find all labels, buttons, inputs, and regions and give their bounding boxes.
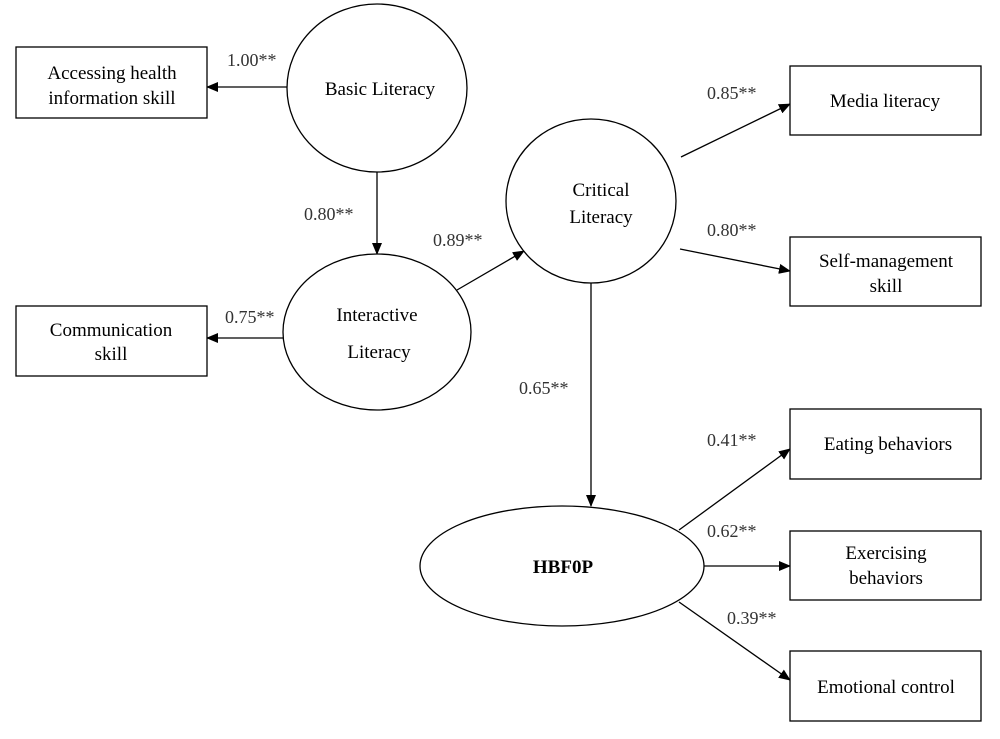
exercising-label-line2: behaviors xyxy=(849,568,923,589)
node-self-management: Self-management skill xyxy=(789,236,982,307)
communication-label-line1: Communication xyxy=(50,320,173,341)
edge-critical-to-media xyxy=(680,103,791,158)
latent-variables: Basic Literacy Interactive Literacy Crit… xyxy=(282,3,705,627)
interactive-literacy-label-line2: Literacy xyxy=(347,342,411,363)
edge-interactive-to-critical xyxy=(456,250,525,291)
hbf0p-label: HBF0P xyxy=(533,557,594,578)
coef-critical-selfmanagement: 0.80** xyxy=(707,220,757,240)
node-basic-literacy: Basic Literacy xyxy=(286,3,468,173)
observed-variables: Accessing health information skill Commu… xyxy=(15,46,982,722)
accessing-health-label-line2: information skill xyxy=(48,88,175,109)
edge-hbf0p-to-eating xyxy=(678,448,791,531)
node-hbf0p: HBF0P xyxy=(419,505,705,627)
accessing-health-label-line1: Accessing health xyxy=(47,63,177,84)
node-communication: Communication skill xyxy=(15,305,208,377)
coef-critical-hbf0p: 0.65** xyxy=(519,378,569,398)
interactive-literacy-label-line1: Interactive xyxy=(336,305,417,326)
path-coefficients: 1.00** 0.80** 0.75** 0.89** 0.85** 0.80*… xyxy=(225,50,777,628)
self-management-label-line1: Self-management xyxy=(819,251,954,272)
node-eating: Eating behaviors xyxy=(789,408,982,480)
edges xyxy=(206,82,791,681)
edge-hbf0p-to-emotional xyxy=(678,601,791,681)
coef-interactive-critical: 0.89** xyxy=(433,230,483,250)
coef-interactive-communication: 0.75** xyxy=(225,307,275,327)
basic-literacy-label: Basic Literacy xyxy=(325,79,436,100)
critical-literacy-label-line2: Literacy xyxy=(569,207,633,228)
coef-hbf0p-exercising: 0.62** xyxy=(707,521,757,541)
critical-literacy-label-line1: Critical xyxy=(573,180,630,201)
coef-hbf0p-emotional: 0.39** xyxy=(727,608,777,628)
node-exercising: Exercising behaviors xyxy=(789,530,982,601)
emotional-label: Emotional control xyxy=(817,677,955,698)
edge-critical-to-selfmanagement xyxy=(679,248,791,274)
node-critical-literacy: Critical Literacy xyxy=(505,118,677,284)
coef-basic-accessing: 1.00** xyxy=(227,50,277,70)
eating-label: Eating behaviors xyxy=(824,434,952,455)
coef-hbf0p-eating: 0.41** xyxy=(707,430,757,450)
node-emotional: Emotional control xyxy=(789,650,982,722)
self-management-label-line2: skill xyxy=(870,276,903,297)
node-interactive-literacy: Interactive Literacy xyxy=(282,253,472,411)
coef-critical-media: 0.85** xyxy=(707,83,757,103)
exercising-label-line1: Exercising xyxy=(845,543,927,564)
node-media-literacy: Media literacy xyxy=(789,65,982,136)
node-accessing-health: Accessing health information skill xyxy=(15,46,208,119)
media-literacy-label: Media literacy xyxy=(830,91,941,112)
coef-basic-interactive: 0.80** xyxy=(304,204,354,224)
communication-label-line2: skill xyxy=(95,344,128,365)
